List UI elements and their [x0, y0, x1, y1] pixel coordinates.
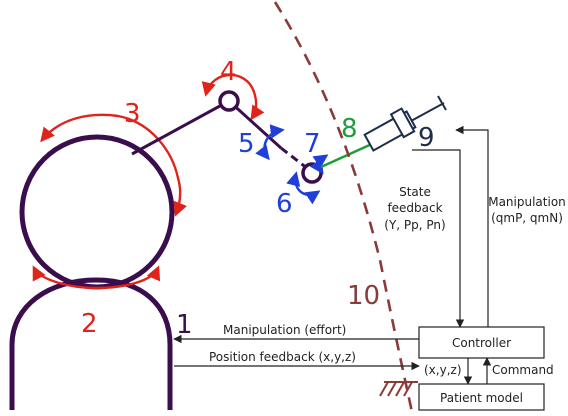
arrow-5-rotation [255, 124, 285, 161]
controller-box [418, 326, 545, 359]
label-state-feedback-2: feedback [387, 201, 442, 215]
label-command: Command [492, 363, 554, 377]
syringe [363, 95, 447, 152]
label-manipulation-right-2: (qmP, qmN) [491, 211, 563, 225]
boundary-curve [273, 1, 414, 413]
arrow-2-rotation [32, 265, 161, 290]
rotation-arrows-red [32, 73, 265, 290]
number-3: 3 [124, 99, 141, 129]
syringe-plunger-cap [437, 95, 447, 111]
label-state-feedback-1: State [399, 185, 431, 199]
controller-label: Controller [452, 336, 511, 350]
number-6: 6 [276, 189, 293, 219]
number-2: 2 [81, 309, 98, 339]
elbow-joint [218, 90, 240, 112]
number-10: 10 [347, 281, 380, 311]
number-8: 8 [341, 114, 358, 144]
label-xyz: (x,y,z) [424, 363, 462, 377]
number-4: 4 [220, 57, 237, 87]
state-feedback-arrow [412, 149, 465, 328]
number-9: 9 [418, 123, 435, 153]
wrist-joint [301, 162, 323, 184]
number-5: 5 [238, 129, 255, 159]
patient-model-box [418, 383, 545, 411]
label-position-feedback: Position feedback (x,y,z) [209, 350, 356, 364]
label-manipulation-effort: Manipulation (effort) [223, 323, 346, 337]
label-state-feedback-3: (Y, Pp, Pn) [384, 218, 445, 232]
arrow-4-rotation [201, 73, 265, 121]
syringe-plunger-rod [410, 102, 445, 122]
patient-figure [9, 134, 175, 410]
ground-symbol [379, 381, 418, 397]
arm-upper-link [131, 99, 230, 156]
syringe-plunger-head [389, 107, 416, 139]
arrow-3-rotation [40, 113, 187, 217]
manipulation-right-arrow [455, 125, 489, 327]
number-1: 1 [176, 310, 193, 340]
patient-model-label: Patient model [440, 391, 523, 405]
arrow-7-rotation [309, 154, 329, 175]
rotation-arrows-blue [255, 124, 329, 205]
number-7: 7 [304, 129, 321, 159]
signal-arrows [173, 125, 492, 385]
arrow-6-rotation [286, 171, 321, 205]
patient-head [19, 134, 175, 290]
label-manipulation-right-1: Manipulation [488, 195, 566, 209]
patient-torso [9, 277, 173, 410]
